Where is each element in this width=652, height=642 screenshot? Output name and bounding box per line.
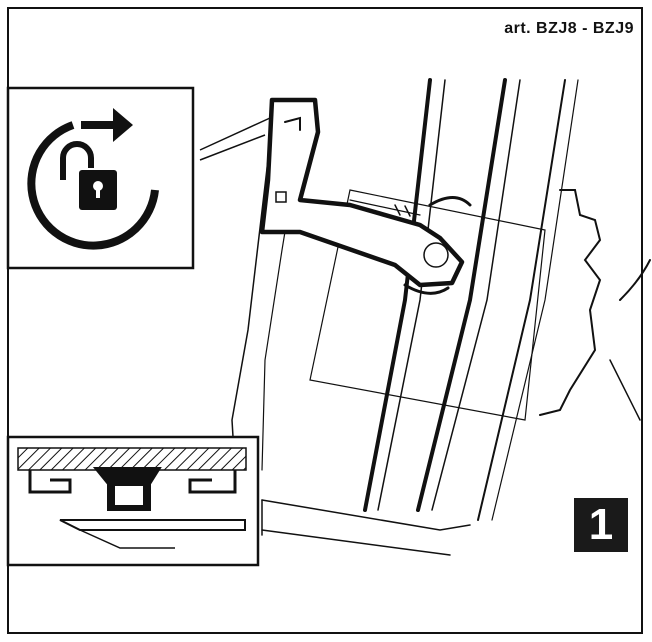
callout-leader [199, 134, 266, 161]
page-border [7, 7, 643, 634]
callout-leader [199, 117, 271, 151]
step-number-badge: 1 [574, 498, 628, 552]
unlock-rotate-icon [27, 108, 159, 250]
cross-section-detail [17, 447, 247, 549]
article-code: art. BZJ8 - BZJ9 [504, 20, 634, 37]
rail-assembly-drawing [231, 78, 651, 556]
